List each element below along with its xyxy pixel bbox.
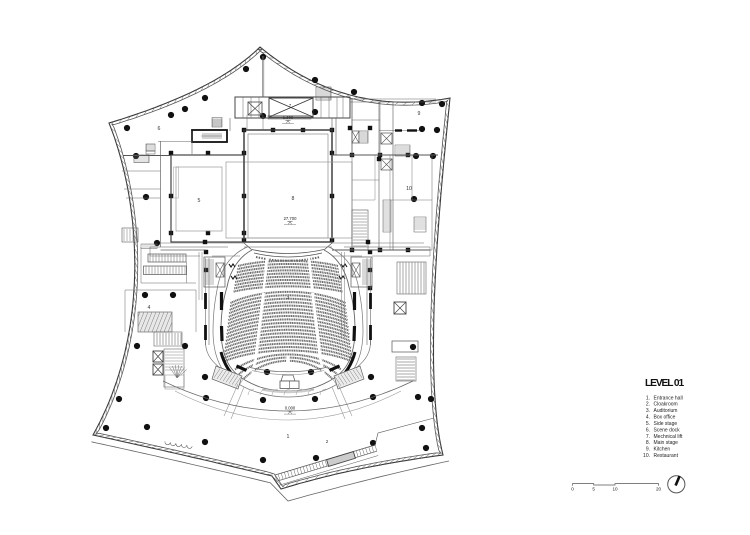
svg-text:20: 20 xyxy=(656,487,662,492)
svg-text:9: 9 xyxy=(418,111,421,117)
svg-text:Main stage: Main stage xyxy=(654,440,679,446)
svg-text:Box office: Box office xyxy=(654,415,676,421)
svg-text:0: 0 xyxy=(571,487,574,492)
svg-text:8.: 8. xyxy=(646,440,650,446)
svg-text:Entrance hall: Entrance hall xyxy=(654,395,683,401)
svg-text:10: 10 xyxy=(406,186,412,192)
svg-text:6: 6 xyxy=(158,126,161,132)
svg-text:Auditorium: Auditorium xyxy=(654,408,678,414)
svg-text:5: 5 xyxy=(592,487,595,492)
svg-text:Kitchen: Kitchen xyxy=(654,447,671,453)
svg-text:27.700: 27.700 xyxy=(284,216,297,221)
svg-text:Cloakroom: Cloakroom xyxy=(654,402,678,408)
svg-text:8: 8 xyxy=(292,196,295,202)
svg-text:7.: 7. xyxy=(646,434,650,440)
svg-text:Side stage: Side stage xyxy=(654,421,678,427)
svg-text:2.: 2. xyxy=(646,402,650,408)
svg-text:1.200: 1.200 xyxy=(283,115,294,120)
svg-text:1.: 1. xyxy=(646,395,650,401)
svg-text:9.: 9. xyxy=(646,447,650,453)
svg-text:Scene dock: Scene dock xyxy=(654,427,681,433)
svg-text:6.: 6. xyxy=(646,427,650,433)
svg-text:2: 2 xyxy=(326,439,329,444)
svg-text:LEVEL 01: LEVEL 01 xyxy=(645,378,684,389)
svg-text:Restaurant: Restaurant xyxy=(654,453,679,459)
svg-text:5: 5 xyxy=(198,198,201,204)
svg-text:Mechnical lift: Mechnical lift xyxy=(654,434,684,440)
svg-text:1: 1 xyxy=(287,434,290,440)
svg-text:10: 10 xyxy=(612,487,618,492)
svg-text:3.: 3. xyxy=(646,408,650,414)
svg-text:10.: 10. xyxy=(643,453,650,459)
svg-text:4.: 4. xyxy=(646,415,650,421)
svg-text:0.000: 0.000 xyxy=(285,406,296,411)
svg-text:7: 7 xyxy=(289,103,292,108)
svg-text:3: 3 xyxy=(287,295,290,300)
svg-text:5.: 5. xyxy=(646,421,650,427)
svg-text:4: 4 xyxy=(148,305,151,311)
